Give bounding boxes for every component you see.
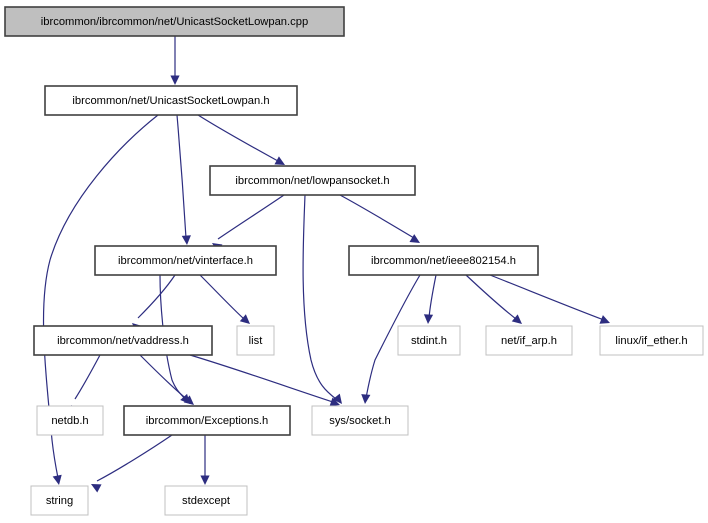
edge-line [139,354,189,401]
edge-unicastsocketlowpan_h-to-string [42,114,159,485]
graph-node-vaddress_h[interactable]: ibrcommon/net/vaddress.h [33,325,213,356]
arrowhead-icon [181,235,191,245]
graph-node-list[interactable]: list [236,325,275,356]
node-label: string [46,495,73,507]
edge-line [217,194,285,240]
node-label: stdexcept [182,495,231,507]
graph-node-sys_socket_h[interactable]: sys/socket.h [311,405,409,436]
node-label: ibrcommon/net/vaddress.h [57,335,189,347]
arrowhead-icon [183,395,194,405]
arrowhead-icon [409,234,420,243]
edge-root-to-unicastsocketlowpan_h [170,36,180,85]
edge-line [189,354,334,403]
arrowhead-icon [52,474,62,485]
edge-ieee802154_h-to-stdint_h [423,274,437,324]
node-box[interactable] [123,405,291,436]
node-box[interactable] [33,325,213,356]
edge-line [199,274,245,320]
arrowhead-icon [170,75,180,85]
arrowhead-icon [274,156,285,165]
node-box[interactable] [36,405,104,436]
graph-node-ieee802154_h[interactable]: ibrcommon/net/ieee802154.h [348,245,539,276]
arrowhead-icon [599,315,610,324]
edge-line [365,274,421,399]
node-box[interactable] [209,165,416,196]
node-box[interactable] [397,325,461,356]
graph-node-vinterface_h[interactable]: ibrcommon/net/vinterface.h [94,245,277,276]
node-label: ibrcommon/net/UnicastSocketLowpan.h [72,95,269,107]
edge-line [42,114,159,479]
edge-unicastsocketlowpan_h-to-vinterface_h [176,114,191,245]
node-label: ibrcommon/net/vinterface.h [118,255,253,267]
edge-exceptions_h-to-stdexcept [200,435,210,485]
graph-node-string[interactable]: string [30,485,89,516]
arrowhead-icon [200,475,210,485]
node-box[interactable] [311,405,409,436]
edge-line [176,114,187,239]
arrowhead-icon [511,314,522,324]
edge-ieee802154_h-to-net_if_arp_h [465,274,522,324]
edge-line [74,354,101,400]
edge-line [428,274,437,319]
node-label: netdb.h [51,415,88,427]
edge-line [465,274,517,320]
graph-node-root[interactable]: ibrcommon/ibrcommon/net/UnicastSocketLow… [4,6,345,37]
edge-line [197,114,279,162]
arrowhead-icon [239,314,250,324]
node-box[interactable] [348,245,539,276]
arrowhead-icon [329,397,340,407]
node-box[interactable] [485,325,573,356]
graph-node-unicastsocketlowpan_h[interactable]: ibrcommon/net/UnicastSocketLowpan.h [44,85,298,116]
arrowhead-icon [91,484,102,493]
graph-node-net_if_arp_h[interactable]: net/if_arp.h [485,325,573,356]
edge-line [489,274,605,321]
edge-exceptions_h-to-string [91,434,173,493]
node-layer: ibrcommon/ibrcommon/net/UnicastSocketLow… [4,6,704,516]
node-label: ibrcommon/Exceptions.h [146,415,269,427]
node-box[interactable] [4,6,345,37]
graph-node-netdb_h[interactable]: netdb.h [36,405,104,436]
graph-node-lowpansocket_h[interactable]: ibrcommon/net/lowpansocket.h [209,165,416,196]
edge-line [96,434,173,482]
node-box[interactable] [236,325,275,356]
graph-node-stdexcept[interactable]: stdexcept [164,485,248,516]
arrowhead-icon [423,314,434,324]
edge-lowpansocket_h-to-vinterface_h [212,194,285,253]
node-box[interactable] [30,485,89,516]
node-label: ibrcommon/ibrcommon/net/UnicastSocketLow… [41,16,308,28]
node-label: ibrcommon/net/ieee802154.h [371,255,516,267]
node-label: list [249,335,264,347]
edge-line [339,194,415,239]
edge-vinterface_h-to-vaddress_h [132,274,176,333]
edge-lowpansocket_h-to-ieee802154_h [339,194,420,243]
edge-vaddress_h-to-exceptions_h [139,354,194,405]
edge-vinterface_h-to-list [199,274,250,324]
edge-ieee802154_h-to-sys_socket_h [361,274,421,404]
node-label: stdint.h [411,335,447,347]
node-box[interactable] [599,325,704,356]
edge-line [137,274,176,319]
edge-lowpansocket_h-to-sys_socket_h [302,194,342,404]
node-label: linux/if_ether.h [615,335,687,347]
node-label: net/if_arp.h [501,335,557,347]
edge-unicastsocketlowpan_h-to-lowpansocket_h [197,114,285,165]
node-box[interactable] [44,85,298,116]
node-box[interactable] [164,485,248,516]
arrowhead-icon [361,394,371,404]
node-label: ibrcommon/net/lowpansocket.h [235,175,389,187]
edge-ieee802154_h-to-linux_if_ether_h [489,274,610,324]
graph-node-stdint_h[interactable]: stdint.h [397,325,461,356]
edge-layer [42,36,610,493]
node-label: sys/socket.h [329,415,391,427]
graph-node-exceptions_h[interactable]: ibrcommon/Exceptions.h [123,405,291,436]
edge-vaddress_h-to-sys_socket_h [189,354,340,407]
graph-node-linux_if_ether_h[interactable]: linux/if_ether.h [599,325,704,356]
edge-line [302,194,337,400]
node-box[interactable] [94,245,277,276]
arrowhead-icon [332,393,342,404]
